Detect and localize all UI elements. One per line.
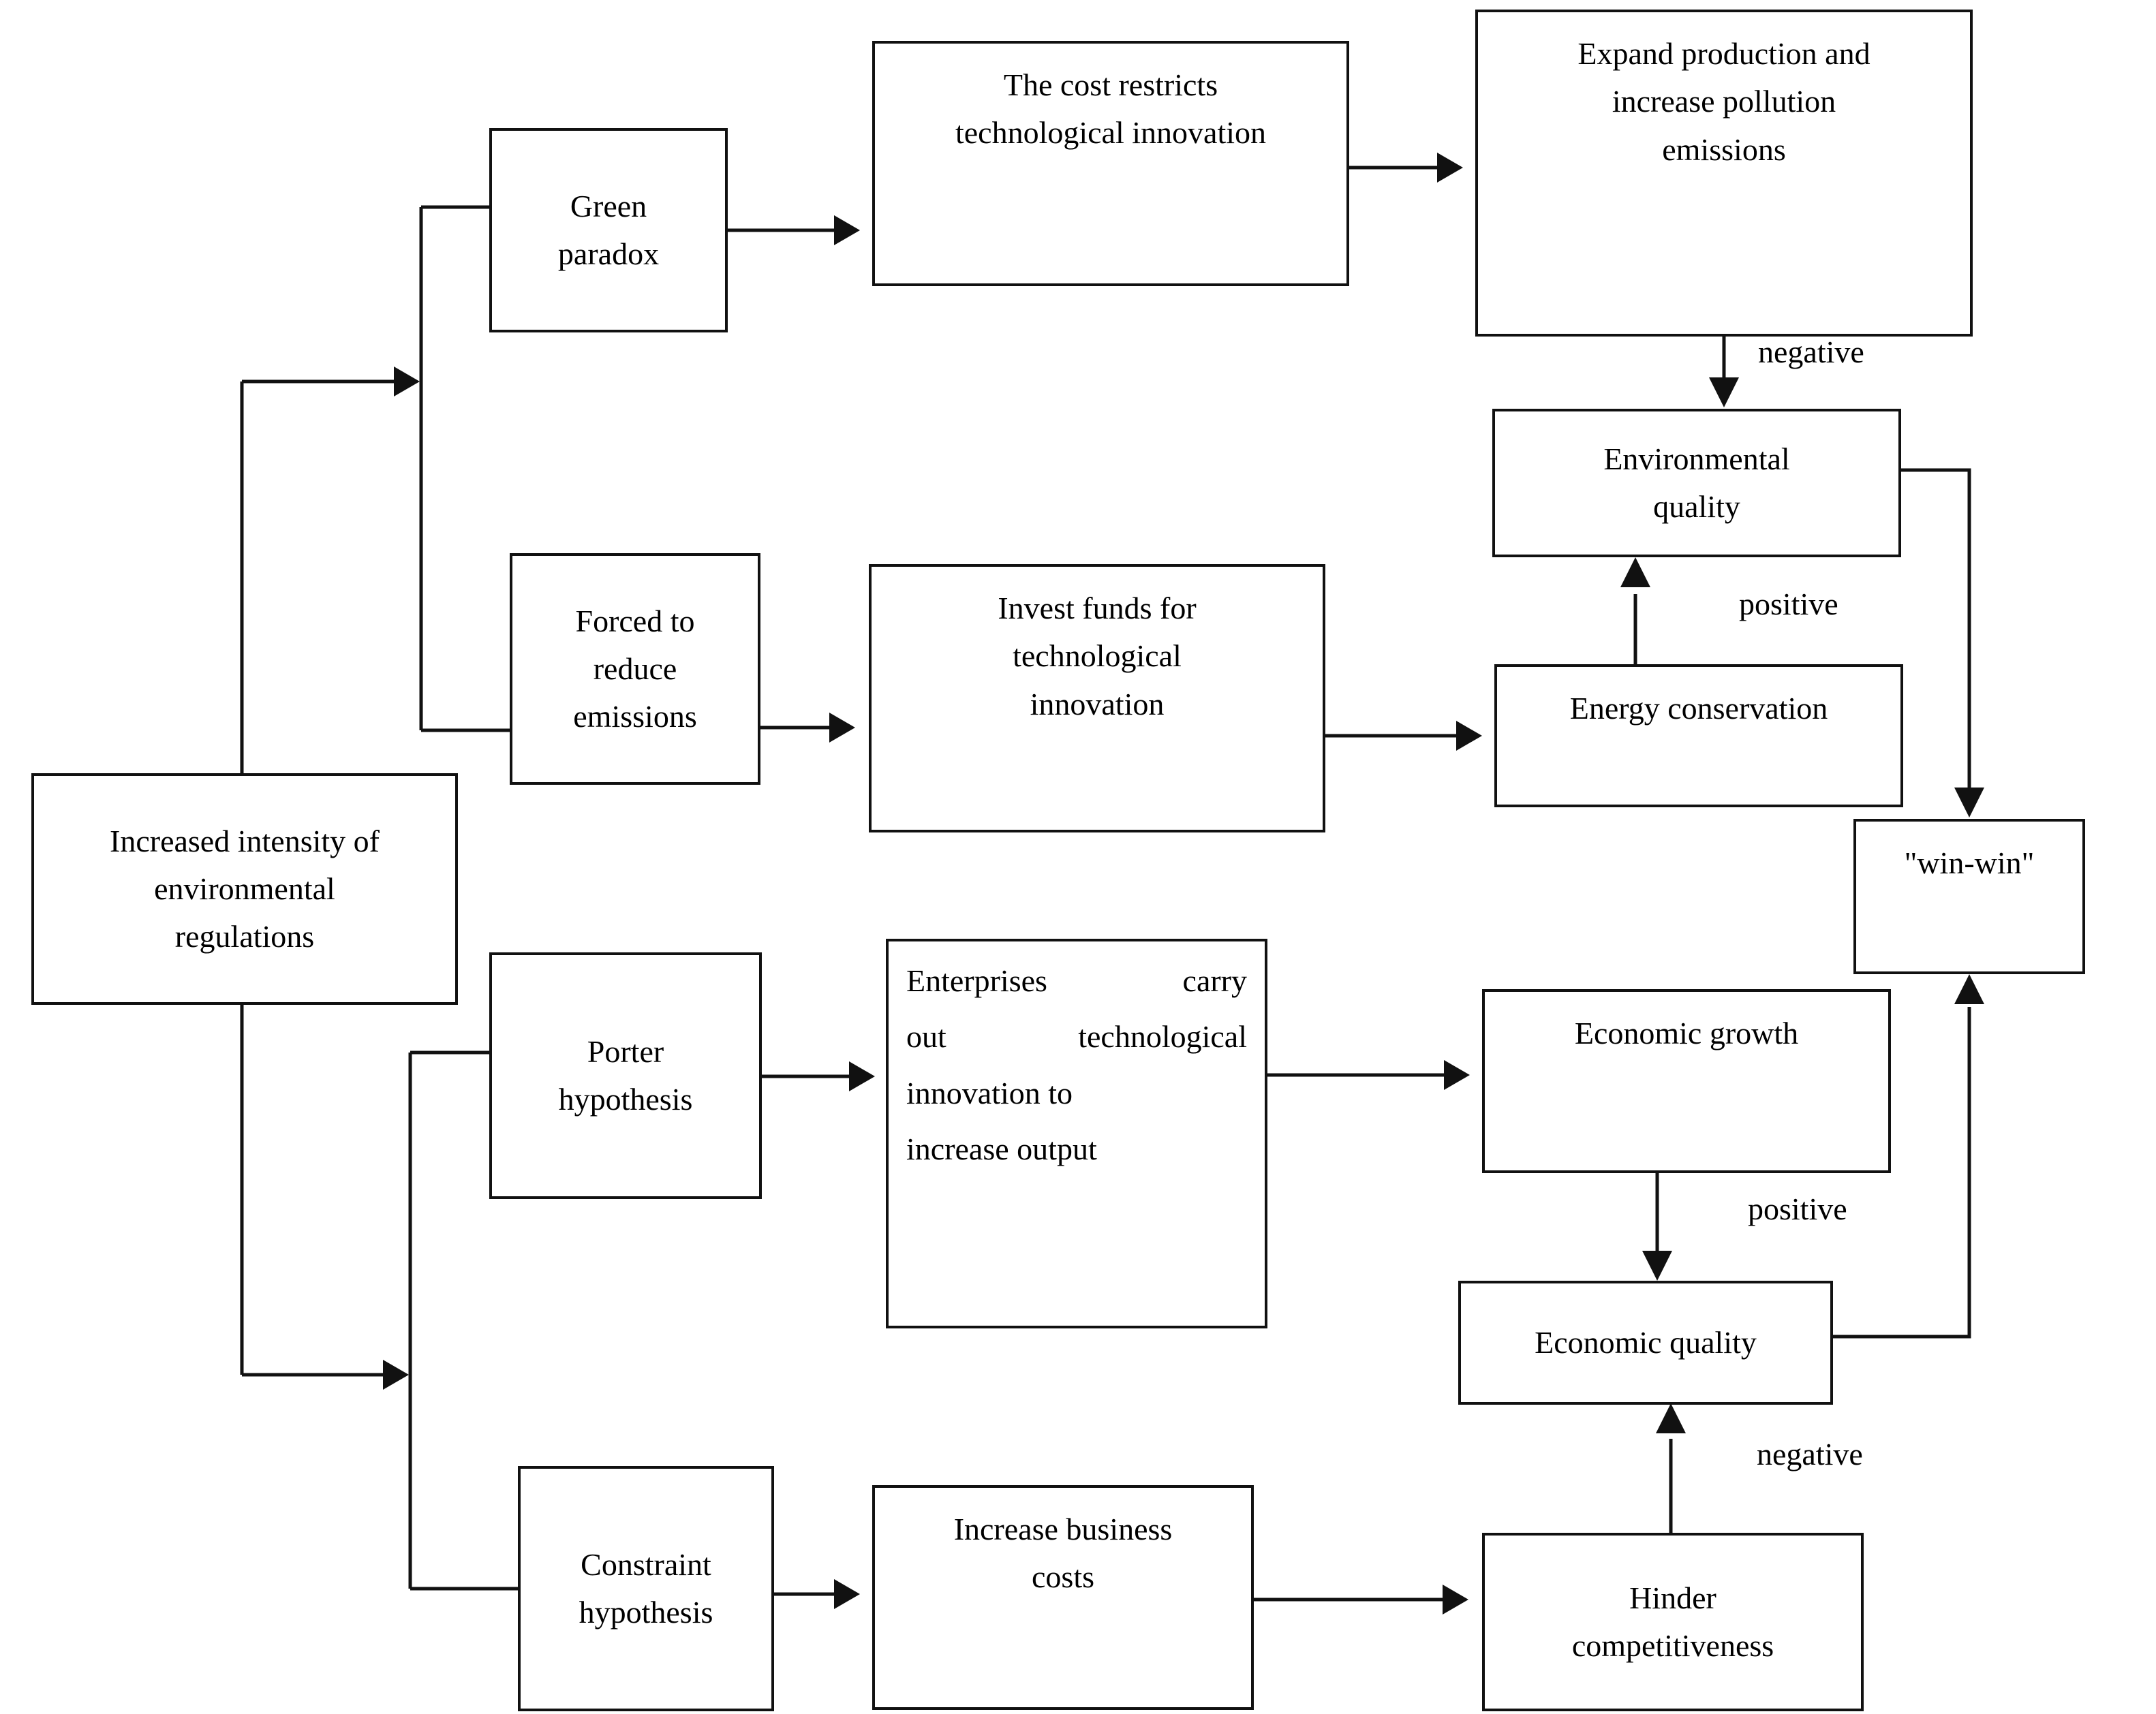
arrowhead-enterprises <box>849 1061 875 1091</box>
arrowhead-economic-growth <box>1444 1060 1470 1090</box>
node-forced-reduce-line-3: emissions <box>573 699 697 734</box>
node-green-paradox[interactable]: Green paradox <box>489 128 728 332</box>
node-enterprises-line-3: innovation to <box>906 1075 1073 1110</box>
node-invest-funds-line-3: innovation <box>1030 686 1165 721</box>
node-enterprises-line-4: increase output <box>906 1131 1097 1166</box>
node-constraint-line-1: Constraint <box>581 1546 711 1582</box>
node-win-win-line-1: "win-win" <box>1904 845 2035 880</box>
arrowhead-winwin-bottom <box>1954 974 1984 1004</box>
arrowhead-hinder <box>1443 1585 1468 1615</box>
node-porter-line-1: Porter <box>587 1033 664 1069</box>
node-expand-production[interactable]: Expand production and increase pollution… <box>1475 10 1973 337</box>
arrowhead-energy-conservation <box>1456 721 1482 751</box>
node-invest-funds-line-1: Invest funds for <box>998 591 1197 625</box>
node-energy-conservation-line-1: Energy conservation <box>1569 691 1828 726</box>
edge-label-negative-economic: negative <box>1757 1437 1863 1471</box>
node-economic-growth-line-1: Economic growth <box>1574 1016 1799 1050</box>
node-source[interactable]: Increased intensity of environmental reg… <box>31 773 458 1005</box>
arrowhead-invest-funds <box>829 713 855 743</box>
arrowhead-increase-costs <box>834 1579 860 1609</box>
arrowhead-env-quality-pos <box>1620 557 1650 587</box>
node-hinder-line-2: competitiveness <box>1571 1628 1774 1663</box>
node-porter-hypothesis[interactable]: Porter hypothesis <box>489 952 762 1199</box>
edge-label-positive-economic: positive <box>1748 1191 1847 1226</box>
edge-env-winwin <box>1901 468 1971 790</box>
node-source-line-3: regulations <box>174 919 315 954</box>
arrowhead-top-bus <box>394 367 420 396</box>
arrowhead-bottom-bus <box>383 1360 409 1390</box>
node-constraint-line-2: hypothesis <box>579 1595 713 1630</box>
edge-label-positive-environmental: positive <box>1739 587 1838 621</box>
node-energy-conservation[interactable]: Energy conservation <box>1494 664 1903 807</box>
node-expand-production-line-3: emissions <box>1662 131 1786 167</box>
arrowhead-env-quality-neg <box>1709 377 1739 407</box>
arrowhead-economic-quality-pos <box>1642 1251 1672 1281</box>
node-enterprises-line-2: out technological <box>906 1019 1247 1055</box>
node-increase-costs-line-1: Increase business <box>953 1512 1173 1546</box>
node-expand-production-line-1: Expand production and <box>1577 36 1870 71</box>
node-constraint-hypothesis[interactable]: Constraint hypothesis <box>518 1466 774 1711</box>
node-env-quality-line-2: quality <box>1653 489 1740 524</box>
node-hinder-competitiveness[interactable]: Hinder competitiveness <box>1482 1533 1864 1711</box>
node-environmental-quality[interactable]: Environmental quality <box>1492 409 1901 557</box>
edge-label-negative-environmental: negative <box>1758 334 1864 369</box>
node-increase-costs-line-2: costs <box>1032 1559 1094 1595</box>
node-expand-production-line-2: increase pollution <box>1612 84 1836 119</box>
node-invest-funds-line-2: technological <box>1013 638 1182 674</box>
node-enterprises[interactable]: Enterprises carry out technological inno… <box>886 939 1267 1328</box>
node-source-line-1: Increased intensity of <box>110 823 380 858</box>
node-cost-restricts-line-2: technological innovation <box>955 115 1267 151</box>
node-hinder-line-1: Hinder <box>1629 1580 1716 1615</box>
node-cost-restricts-line-1: The cost restricts <box>1003 67 1218 102</box>
arrowhead-expand-production <box>1437 153 1463 183</box>
node-source-line-2: environmental <box>154 871 335 906</box>
node-economic-quality[interactable]: Economic quality <box>1458 1281 1833 1405</box>
node-green-paradox-line-2: paradox <box>557 236 660 271</box>
node-enterprises-line-1: Enterprises carry <box>906 963 1247 998</box>
node-env-quality-line-1: Environmental <box>1603 441 1790 476</box>
node-economic-growth[interactable]: Economic growth <box>1482 989 1891 1173</box>
node-forced-reduce[interactable]: Forced to reduce emissions <box>510 553 760 785</box>
node-forced-reduce-line-2: reduce <box>593 651 677 686</box>
node-invest-funds[interactable]: Invest funds for technological innovatio… <box>869 564 1325 832</box>
node-win-win[interactable]: "win-win" <box>1853 819 2085 974</box>
arrowhead-economic-quality-neg <box>1656 1403 1686 1433</box>
arrowhead-winwin-top <box>1954 788 1984 817</box>
node-increase-costs[interactable]: Increase business costs <box>872 1485 1254 1710</box>
node-forced-reduce-line-1: Forced to <box>575 603 695 638</box>
node-green-paradox-line-1: Green <box>570 188 647 223</box>
node-porter-line-2: hypothesis <box>558 1082 693 1117</box>
node-economic-quality-line-1: Economic quality <box>1535 1324 1757 1360</box>
arrowhead-cost-restricts <box>834 215 860 245</box>
node-cost-restricts[interactable]: The cost restricts technological innovat… <box>872 41 1349 286</box>
